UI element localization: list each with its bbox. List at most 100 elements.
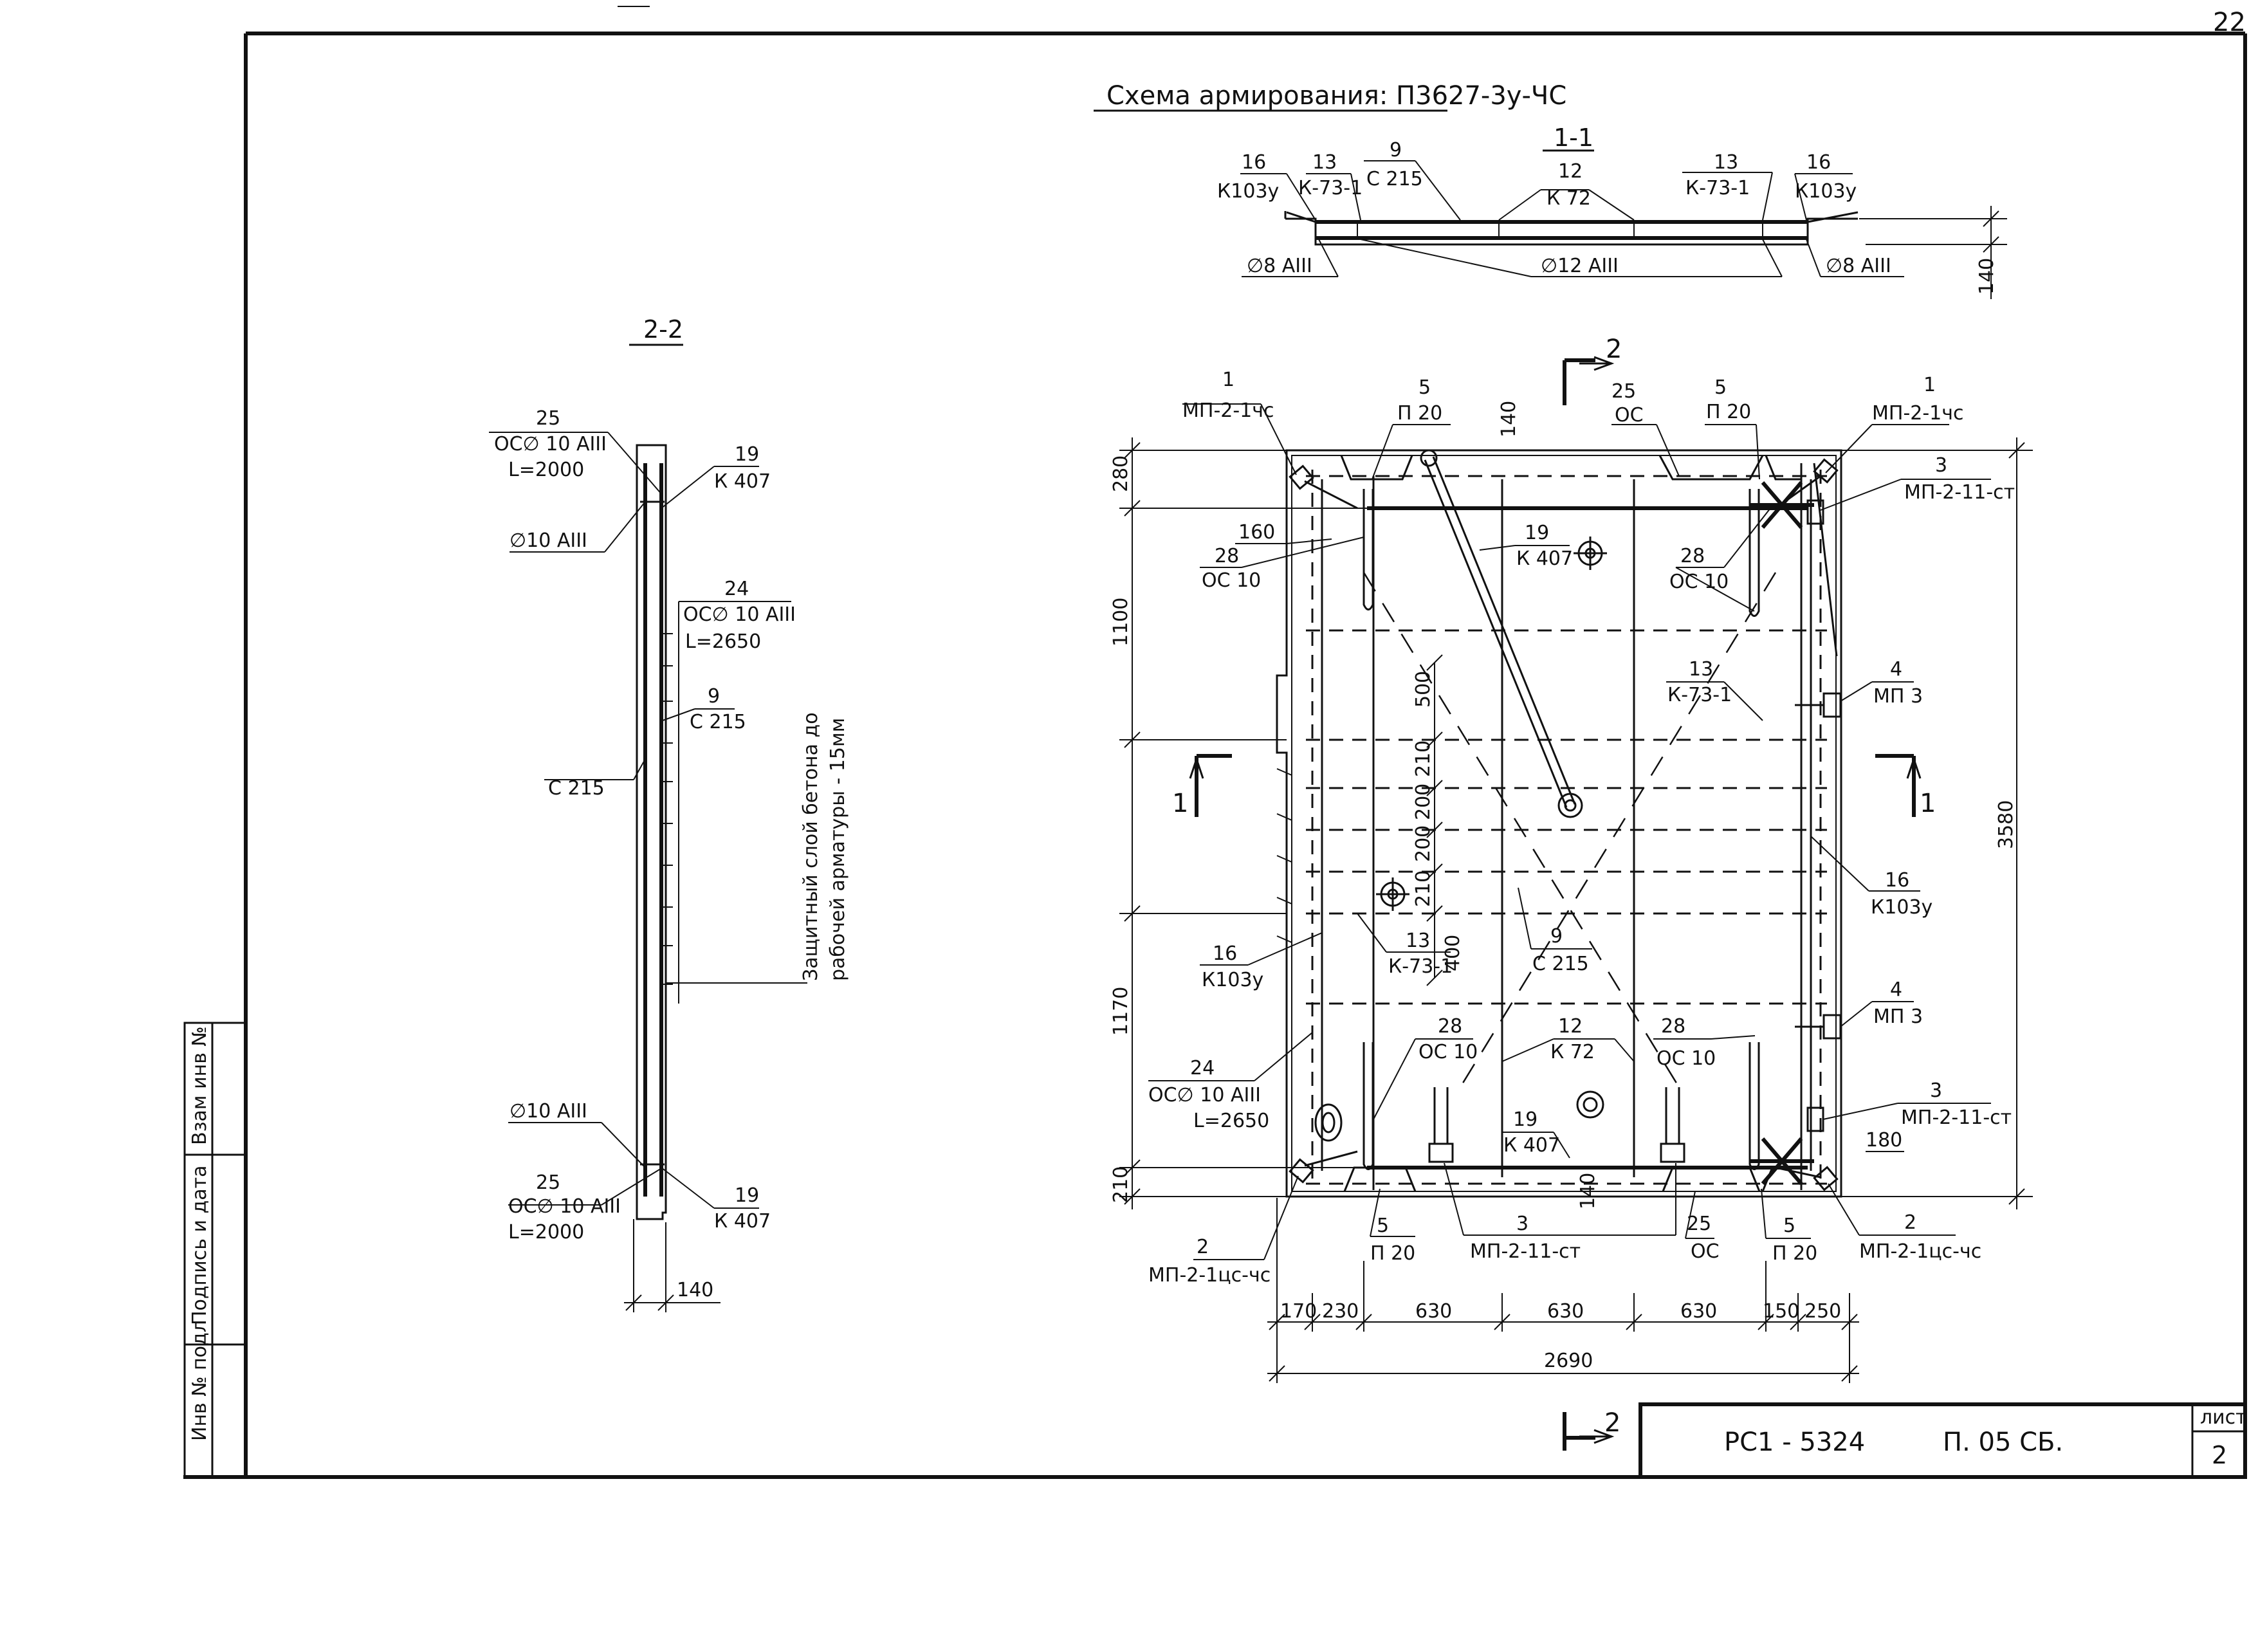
plan-os10-tl-num: 28 <box>1215 545 1239 567</box>
plan-cut-1-right: 1 <box>1920 789 1936 818</box>
sec22-top-num: 25 <box>536 407 560 430</box>
side-stamp-inv: Инв № подл <box>188 1320 211 1441</box>
sec22-left-mark: С 215 <box>548 777 605 800</box>
plan-mp3-top-num: 4 <box>1890 658 1902 681</box>
sec11-label-1-num: 16 <box>1242 151 1266 174</box>
sec11-label-1-mark: К103у <box>1217 180 1279 203</box>
sec22-top-mark: ОС∅ 10 AIII <box>494 433 607 455</box>
plan-k731-c-mark: К-73-1 <box>1388 955 1453 978</box>
section-1-1: 1-1 16 К103у 13 К-73-1 9 С 215 12 К 72 <box>1217 124 2007 299</box>
plan-mp21chs-r-num: 1 <box>1923 374 1936 396</box>
plan-mp211st-tr-mark: МП-2-11-ст <box>1904 481 2015 504</box>
plan-bottom-dim-630b: 630 <box>1547 1300 1584 1323</box>
drawing-title-text: Схема армирования: П3627-3у-ЧС <box>1106 81 1566 111</box>
sec22-mid24-length: L=2650 <box>685 630 761 653</box>
plan-mp21chs-l-mark: МП-2-1чс <box>1182 399 1274 422</box>
plan-k103y-r-num: 16 <box>1885 869 1909 892</box>
plan-dim-180: 180 <box>1866 1129 1902 1152</box>
title-block-sheet-label: лист <box>2200 1406 2247 1429</box>
plan-inner-dim-210a: 210 <box>1412 740 1435 777</box>
plan-left-dim-210: 210 <box>1110 1166 1132 1203</box>
plan-cut-2-top: 2 <box>1606 335 1622 364</box>
plan-os-bot-mark: ОС <box>1691 1240 1720 1263</box>
plan-mp3-bot-mark: МП 3 <box>1873 1005 1923 1028</box>
sec22-note-line2: рабочей арматуры - 15мм <box>827 718 849 981</box>
plan-k407-top-mark: К 407 <box>1516 547 1573 570</box>
plan-os10-tr-num: 28 <box>1680 545 1705 567</box>
plan-k72-mark: К 72 <box>1550 1041 1595 1063</box>
sec22-mid9-num: 9 <box>708 685 720 708</box>
plan-p20-tl-num: 5 <box>1418 376 1431 399</box>
plan-p20-tl-mark: П 20 <box>1397 402 1442 425</box>
plan-os10-bl-num: 28 <box>1438 1015 1462 1038</box>
sec22-top-length: L=2000 <box>508 459 584 481</box>
plan-bottom-dim-230: 230 <box>1322 1300 1359 1323</box>
side-stamp: Инв № подл Подпись и дата Взам инв № <box>183 1022 247 1478</box>
sec11-bar-right: ∅8 AIII <box>1826 255 1891 277</box>
sec11-dim-140: 140 <box>1976 258 1998 295</box>
plan-c215-mark: С 215 <box>1532 953 1589 975</box>
plan-inner-dim-210b: 210 <box>1412 870 1435 907</box>
plan-mp21ts-r-num: 2 <box>1904 1211 1916 1234</box>
plan-k407-top-num: 19 <box>1525 522 1549 544</box>
section-1-1-title: 1-1 <box>1554 124 1593 152</box>
plan-mp21ts-l-num: 2 <box>1197 1236 1209 1258</box>
plan-os-top-num: 25 <box>1611 380 1636 403</box>
sec11-label-3-num: 9 <box>1390 139 1402 161</box>
sec22-mid24-num: 24 <box>724 578 749 600</box>
plan-os10-br-num: 28 <box>1661 1015 1685 1038</box>
plan-total-width: 2690 <box>1544 1350 1593 1372</box>
plan-inner-dim-500: 500 <box>1412 671 1435 708</box>
plan-k731-r-num: 13 <box>1689 658 1713 681</box>
sec22-bot19-mark: К 407 <box>714 1210 771 1233</box>
sec22-note-line1: Защитный слой бетона до <box>800 712 822 981</box>
plan-mp21ts-l-mark: МП-2-1цс-чс <box>1148 1264 1271 1287</box>
sec11-label-3-mark: С 215 <box>1366 168 1423 190</box>
plan-p20-tr-mark: П 20 <box>1706 401 1751 423</box>
plan-k407-bot-mark: К 407 <box>1503 1134 1560 1157</box>
plan-p20-bl-mark: П 20 <box>1370 1242 1415 1265</box>
sec11-label-6-num: 16 <box>1806 151 1831 174</box>
plan-bottom-dim-630a: 630 <box>1415 1300 1452 1323</box>
sec11-label-2-num: 13 <box>1312 151 1337 174</box>
plan-os10-tr-mark: ОС 10 <box>1669 571 1729 593</box>
plan-left-dim-1170: 1170 <box>1110 987 1132 1036</box>
plan-bottom-dim-630c: 630 <box>1680 1300 1717 1323</box>
plan-mp211st-br-mark: МП-2-11-ст <box>1901 1106 2012 1129</box>
sec11-bar-left: ∅8 AIII <box>1247 255 1312 277</box>
plan-k103y-l-num: 16 <box>1213 942 1237 965</box>
plan-oc24-mark: ОС∅ 10 AIII <box>1148 1084 1261 1106</box>
plan-k731-r-mark: К-73-1 <box>1667 684 1732 706</box>
plan-k103y-l-mark: К103у <box>1202 969 1263 991</box>
plan-mp21chs-l-num: 1 <box>1222 369 1235 391</box>
section-2-2: 2-2 25 ОС∅ 10 AIII L=20 <box>489 315 849 1312</box>
sec22-bot-num: 25 <box>536 1171 560 1194</box>
plan-p20-br-num: 5 <box>1783 1215 1795 1237</box>
sec22-top19-mark: К 407 <box>714 470 771 493</box>
side-stamp-sign: Подпись и дата <box>188 1166 211 1326</box>
sec22-top19-num: 19 <box>735 443 759 466</box>
sec11-label-5-mark: К-73-1 <box>1685 177 1750 199</box>
title-block-code: РС1 - 5324 <box>1724 1427 1865 1457</box>
drawing-frame <box>183 6 2247 1479</box>
plan-c215-num: 9 <box>1550 925 1563 948</box>
plan-mp211st-br-num: 3 <box>1930 1079 1942 1102</box>
plan-p20-br-mark: П 20 <box>1772 1242 1817 1265</box>
plan-k407-bot-num: 19 <box>1513 1108 1537 1131</box>
plan-dim-140-bot: 140 <box>1577 1173 1599 1209</box>
plan-p20-bl-num: 5 <box>1377 1215 1389 1237</box>
sec11-label-5-num: 13 <box>1714 151 1738 174</box>
plan-cut-1-left: 1 <box>1172 789 1188 818</box>
sec22-bot-length: L=2000 <box>508 1221 584 1244</box>
plan-os10-bl-mark: ОС 10 <box>1418 1041 1478 1063</box>
plan-mp21chs-r-mark: МП-2-1чс <box>1872 402 1964 425</box>
plan-mp3-bot-num: 4 <box>1890 978 1902 1001</box>
plan-dim-160: 160 <box>1238 521 1275 544</box>
plan-os-bot-num: 25 <box>1687 1213 1711 1235</box>
plan-left-dim-280: 280 <box>1110 455 1132 492</box>
plan-mp211st-b-num: 3 <box>1516 1213 1528 1235</box>
plan-mp211st-tr-num: 3 <box>1935 454 1947 477</box>
plan-cut-2-bottom: 2 <box>1604 1408 1620 1438</box>
sec11-label-2-mark: К-73-1 <box>1298 177 1363 199</box>
plan-left-dim-1100: 1100 <box>1110 598 1132 647</box>
